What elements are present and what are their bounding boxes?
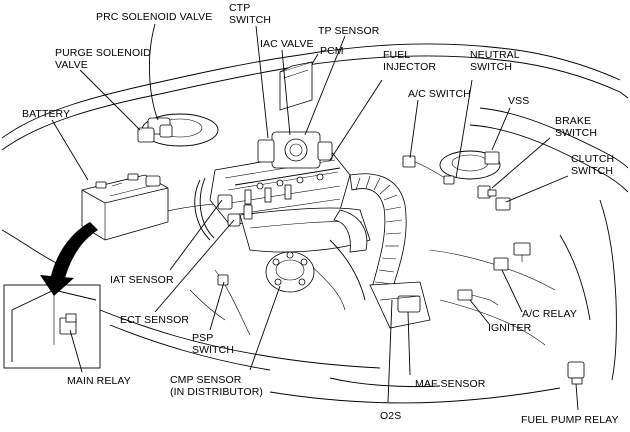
pcm-unit <box>279 61 313 111</box>
fuel-pump-relay-part <box>567 361 585 385</box>
leader-lines <box>51 23 579 411</box>
label-purge-solenoid-line2: VALVE <box>55 59 88 71</box>
clutch-switch-part <box>495 197 511 211</box>
label-maf-sensor: MAF SENSOR <box>415 378 486 390</box>
label-psp-switch-line1: PSP <box>192 332 213 344</box>
label-psp-switch-line2: SWITCH <box>192 344 234 356</box>
label-clutch-switch-line1: CLUTCH <box>571 153 614 165</box>
label-iac-valve: IAC VALVE <box>260 38 314 50</box>
brake-switch-part <box>477 185 497 199</box>
main-relay-inset <box>3 222 101 369</box>
label-ac-relay: A/C RELAY <box>522 308 577 320</box>
label-battery: BATTERY <box>22 108 70 120</box>
label-prc-solenoid-valve: PRC SOLENOID VALVE <box>96 11 212 23</box>
label-fuel-injector-line1: FUEL <box>383 49 410 61</box>
label-iat-sensor: IAT SENSOR <box>110 274 174 286</box>
label-tp-sensor: TP SENSOR <box>318 25 380 37</box>
label-o2s: O2S <box>380 410 401 422</box>
label-neutral-switch-line2: SWITCH <box>470 61 512 73</box>
label-purge-solenoid-line1: PURGE SOLENOID <box>55 47 151 59</box>
label-igniter: IGNITER <box>488 322 532 334</box>
purge-solenoid-part <box>137 127 155 143</box>
neutral-switch-part <box>443 175 455 185</box>
label-brake-switch-line1: BRAKE <box>555 115 591 127</box>
distributor-part <box>265 251 315 293</box>
ac-relay-part <box>493 242 531 271</box>
label-ctp-switch-line1: CTP <box>229 2 250 14</box>
label-cmp-sensor-line1: CMP SENSOR <box>170 374 242 386</box>
label-brake-switch-line2: SWITCH <box>555 127 597 139</box>
label-ect-sensor: ECT SENSOR <box>120 314 189 326</box>
igniter-part <box>457 289 499 306</box>
label-ac-switch: A/C SWITCH <box>408 88 471 100</box>
label-fuel-pump-relay: FUEL PUMP RELAY <box>521 414 619 426</box>
psp-switch-part <box>217 274 229 286</box>
label-neutral-switch-line1: NEUTRAL <box>470 49 520 61</box>
engine-assembly <box>194 131 431 329</box>
component-labels: PRC SOLENOID VALVE CTP SWITCH TP SENSOR … <box>22 2 619 426</box>
label-vss: VSS <box>508 95 529 107</box>
label-clutch-switch-line2: SWITCH <box>571 165 613 177</box>
label-ctp-switch-line2: SWITCH <box>229 14 271 26</box>
ac-switch-part <box>402 155 449 181</box>
vss-part <box>484 151 500 165</box>
battery-unit <box>81 173 169 241</box>
label-pcm: PCM <box>320 45 344 57</box>
vehicle-body-outline <box>1 43 629 404</box>
label-cmp-sensor-line2: (IN DISTRIBUTOR) <box>170 386 263 398</box>
label-fuel-injector-line2: INJECTOR <box>383 61 436 73</box>
label-main-relay: MAIN RELAY <box>67 375 131 387</box>
